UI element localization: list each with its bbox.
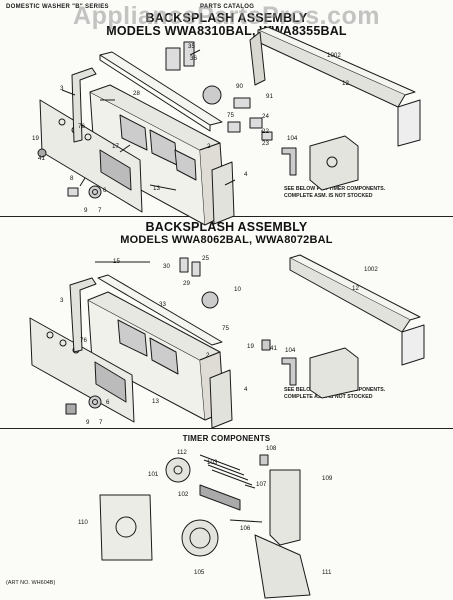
catalog-header-left: DOMESTIC WASHER "B" SERIES bbox=[6, 4, 109, 10]
callout-101: 101 bbox=[148, 471, 159, 478]
callout-4b: 4 bbox=[244, 386, 248, 393]
callout-2b: 2 bbox=[206, 352, 210, 359]
callout-103: 103 bbox=[207, 459, 218, 466]
callout-1002: 1002 bbox=[327, 52, 341, 59]
art-number: (ART NO. WH604B) bbox=[6, 580, 56, 586]
callout-22: 22 bbox=[262, 128, 269, 135]
callout-4: 4 bbox=[244, 171, 248, 178]
callout-28: 28 bbox=[133, 90, 140, 97]
callout-111: 111 bbox=[322, 569, 332, 576]
callout-104: 104 bbox=[287, 135, 298, 142]
section1-drawing bbox=[37, 26, 421, 226]
section1-callouts: 35 36 1002 3 28 90 12 91 24 76 75 22 2 2… bbox=[32, 43, 349, 214]
section1-note: SEE BELOW FOR TIMER COMPONENTS. COMPLETE… bbox=[284, 186, 385, 200]
callout-41: 41 bbox=[38, 155, 45, 162]
section1-models: MODELS WWA8310BAL, WWA8355BAL bbox=[106, 24, 347, 38]
callout-91: 91 bbox=[266, 93, 273, 100]
callout-19b: 19 bbox=[247, 343, 254, 350]
callout-10: 10 bbox=[234, 286, 241, 293]
callout-1002b: 1002 bbox=[364, 266, 378, 273]
callout-6: 6 bbox=[103, 187, 107, 194]
section1-note-line2: COMPLETE ASM. IS NOT STOCKED bbox=[284, 193, 373, 199]
callout-41b: 41 bbox=[270, 345, 277, 352]
callout-33: 33 bbox=[159, 301, 166, 308]
callout-109: 109 bbox=[322, 475, 333, 482]
section2-models: MODELS WWA8062BAL, WWA8072BAL bbox=[120, 234, 333, 246]
section2-title: BACKSPLASH ASSEMBLY bbox=[145, 220, 308, 234]
callout-112: 112 bbox=[177, 449, 187, 456]
callout-75: 75 bbox=[227, 112, 234, 119]
callout-25: 25 bbox=[202, 255, 209, 262]
callout-76b: 76 bbox=[80, 337, 87, 344]
callout-23: 23 bbox=[262, 140, 269, 147]
callout-107: 107 bbox=[256, 481, 267, 488]
callout-76: 76 bbox=[78, 123, 85, 130]
callout-7b: 7 bbox=[99, 419, 103, 426]
callout-7: 7 bbox=[98, 207, 102, 214]
callout-12: 12 bbox=[342, 80, 349, 87]
section3-drawing bbox=[99, 454, 311, 599]
callout-15: 15 bbox=[113, 258, 120, 265]
section1-note-line1: SEE BELOW FOR TIMER COMPONENTS. bbox=[284, 186, 386, 192]
callout-9: 9 bbox=[84, 207, 88, 214]
callout-36: 36 bbox=[190, 55, 197, 62]
callout-104b: 104 bbox=[285, 347, 296, 354]
callout-3: 3 bbox=[60, 85, 64, 92]
callout-19: 19 bbox=[32, 135, 39, 142]
callout-110: 110 bbox=[78, 519, 88, 526]
section-divider-2 bbox=[0, 428, 453, 429]
section2-drawing bbox=[29, 254, 425, 429]
callout-2: 2 bbox=[207, 143, 211, 150]
callout-108: 108 bbox=[266, 445, 277, 452]
callout-12b: 12 bbox=[352, 285, 359, 292]
callout-24: 24 bbox=[262, 113, 269, 120]
callout-9b: 9 bbox=[86, 419, 90, 426]
callout-29: 29 bbox=[183, 280, 190, 287]
callout-13: 13 bbox=[153, 185, 160, 192]
callout-17: 17 bbox=[112, 143, 119, 150]
callout-13b: 13 bbox=[152, 398, 159, 405]
section3-title: TIMER COMPONENTS bbox=[182, 434, 271, 443]
callout-3b: 3 bbox=[60, 297, 64, 304]
callout-8: 8 bbox=[70, 175, 74, 182]
callout-90: 90 bbox=[236, 83, 243, 90]
callout-6b: 6 bbox=[106, 399, 110, 406]
callout-35: 35 bbox=[188, 43, 195, 50]
callout-105: 105 bbox=[194, 569, 205, 576]
section2-callouts: 15 25 30 29 10 1002 3 12 33 76 75 19 41 … bbox=[60, 255, 378, 426]
section3-callouts: 112 108 103 101 107 109 102 110 106 105 … bbox=[78, 445, 333, 576]
callout-102: 102 bbox=[178, 491, 189, 498]
callout-106: 106 bbox=[240, 525, 251, 532]
callout-30: 30 bbox=[163, 263, 170, 270]
catalog-header-center: PARTS CATALOG bbox=[200, 4, 255, 10]
watermark: AppliancePartsPros.com bbox=[73, 2, 380, 30]
section1-title: BACKSPLASH ASSEMBLY bbox=[145, 11, 308, 25]
callout-75b: 75 bbox=[222, 325, 229, 332]
